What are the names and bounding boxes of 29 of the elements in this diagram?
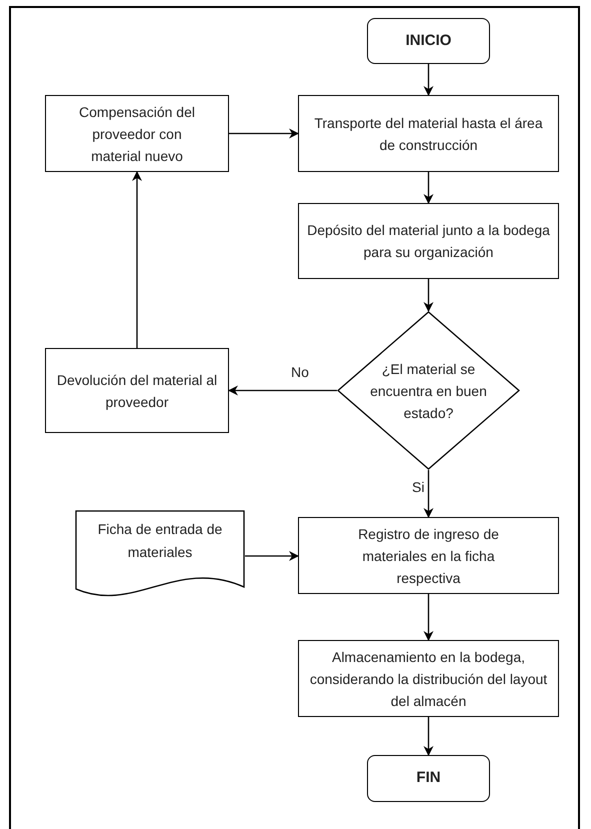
arrow — [424, 64, 434, 96]
process-box — [45, 95, 229, 172]
process-box — [298, 203, 559, 279]
process-box — [298, 640, 559, 717]
node-text: Transporte del material hasta el área de construcción — [313, 114, 544, 154]
arrow — [424, 279, 434, 312]
node-text: Registro de ingreso de materiales en la ficha respectiva — [357, 524, 500, 588]
arrow — [424, 594, 434, 641]
node-text: Depósito del material junto a la bodega para su organización — [306, 221, 551, 262]
process-box — [298, 517, 559, 594]
node-text: FIN — [416, 768, 441, 788]
node-text: Devolución del material al proveedor — [56, 370, 218, 412]
node-text: ¿El material se encuentra en buen estado? — [369, 360, 488, 422]
arrow — [424, 717, 434, 756]
node-text: Compensación del proveedor con material nuevo — [78, 102, 196, 166]
node-text: Ficha de entrada de materiales — [98, 521, 222, 560]
arrow — [228, 386, 337, 396]
process-box — [45, 348, 229, 433]
decision-diamond — [337, 311, 520, 470]
arrow — [424, 172, 434, 204]
arrow — [229, 128, 299, 138]
arrow — [132, 171, 142, 348]
node-text: INICIO — [406, 30, 452, 51]
arrow — [245, 551, 299, 561]
terminal-box — [367, 18, 490, 64]
terminal-box — [367, 755, 490, 802]
node-text: Almacenamiento en la bodega, considerando la distribución del layout del almacén — [308, 648, 548, 710]
process-box — [298, 95, 559, 172]
arrow — [424, 470, 434, 518]
